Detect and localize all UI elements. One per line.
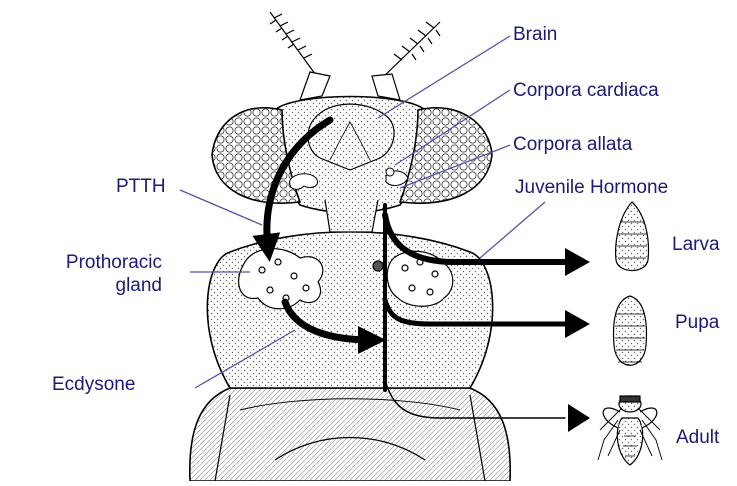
label-pupa: Pupa [675, 312, 719, 334]
arrow-heads [565, 248, 590, 432]
label-prothoracic-line1: Prothoracic [14, 252, 162, 274]
label-adult: Adult [676, 427, 719, 449]
label-brain: Brain [513, 24, 557, 46]
label-juvenile-hormone: Juvenile Hormone [515, 177, 668, 199]
antennae [270, 12, 440, 80]
label-corpora-cardiaca: Corpora cardiaca [513, 80, 659, 102]
label-prothoracic-line2: gland [14, 275, 162, 297]
pupa-illustration [614, 296, 647, 365]
insect-head [212, 72, 492, 232]
label-larva: Larva [672, 234, 720, 256]
label-corpora-allata: Corpora allata [513, 134, 632, 156]
adult-fly-illustration [598, 396, 662, 465]
insect-body [190, 232, 510, 481]
label-ptth: PTTH [116, 176, 166, 198]
label-ecdysone: Ecdysone [52, 374, 135, 396]
larva-illustration [616, 202, 649, 271]
